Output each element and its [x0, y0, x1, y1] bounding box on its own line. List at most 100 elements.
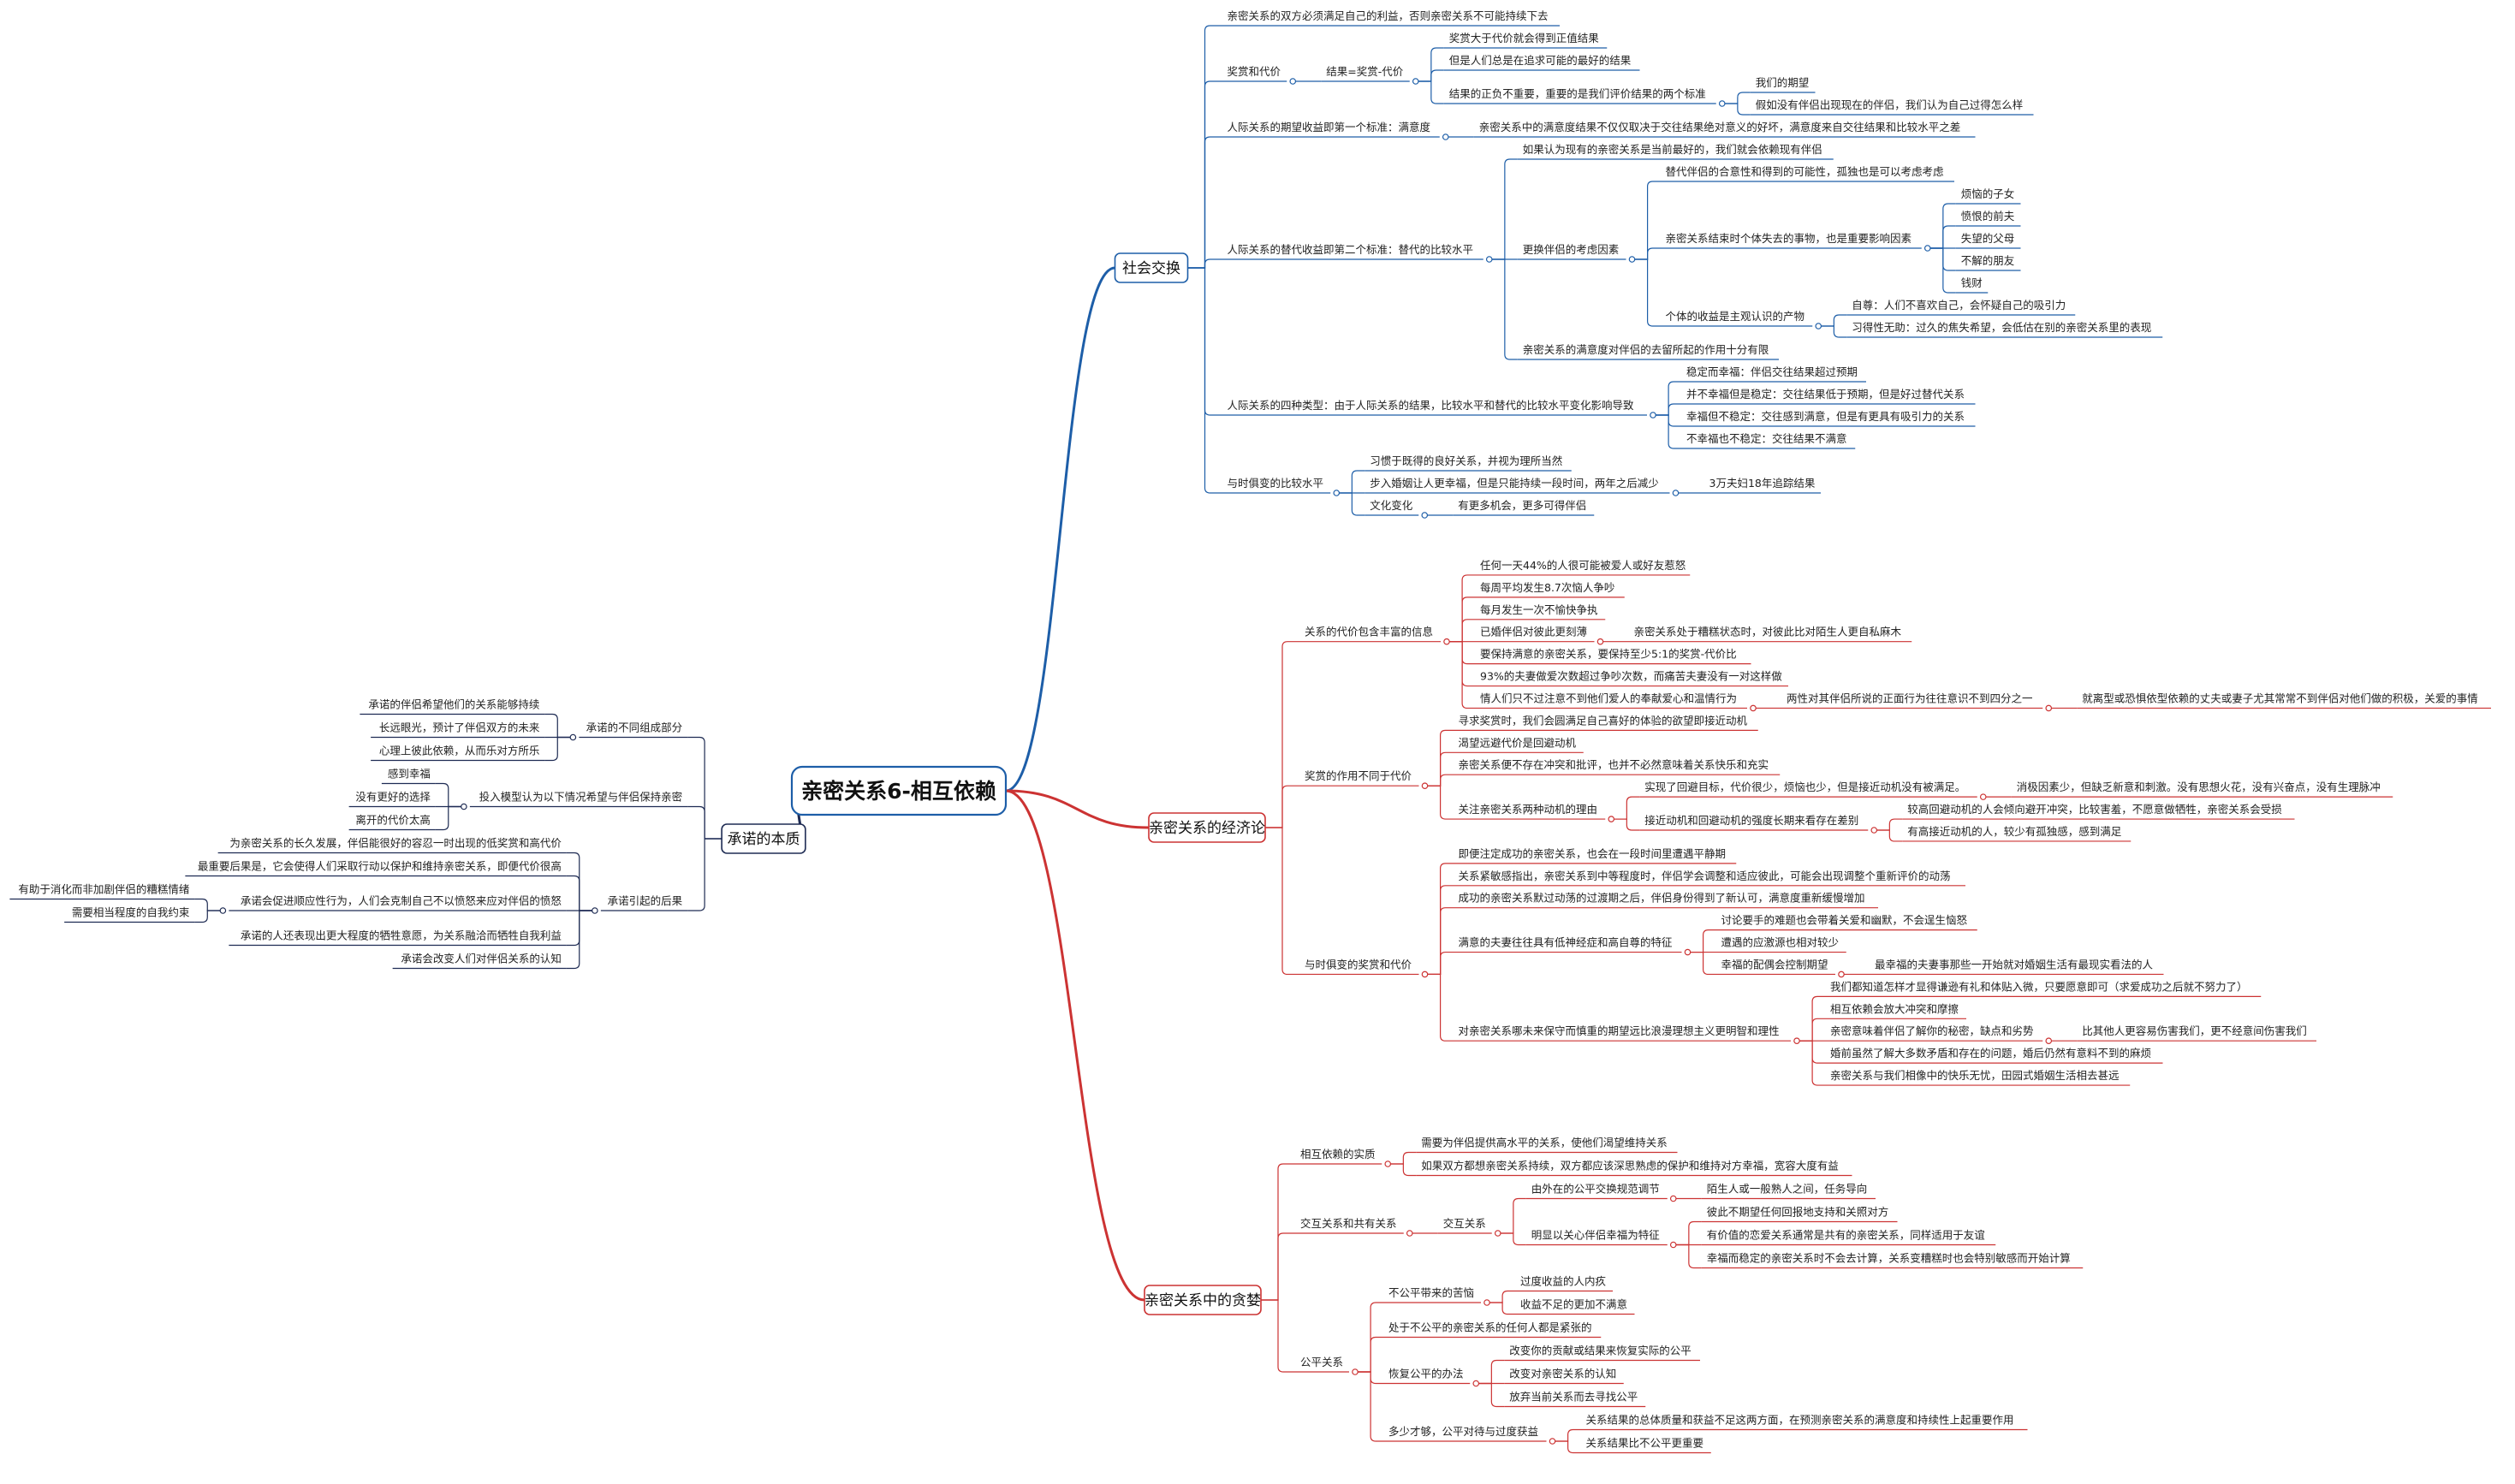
collapse-toggle[interactable]	[1718, 100, 1726, 107]
topic-label[interactable]: 实现了回避目标，代价很少，烦恼也少，但是接近动机没有被满足。	[1644, 781, 1965, 793]
collapse-toggle[interactable]	[569, 733, 577, 741]
topic-label[interactable]: 文化变化	[1370, 499, 1413, 512]
collapse-toggle[interactable]	[1669, 1195, 1677, 1202]
topic-label[interactable]: 要保持满意的亲密关系，要保持至少5:1的奖赏-代价比	[1480, 648, 1737, 661]
topic-label[interactable]: 93%的夫妻做爱次数超过争吵次数，而痛苦夫妻没有一对这样做	[1480, 670, 1782, 683]
collapse-toggle[interactable]	[1421, 512, 1429, 519]
topic-label[interactable]: 与时俱变的比较水平	[1228, 477, 1324, 490]
collapse-toggle[interactable]	[1406, 1230, 1413, 1237]
collapse-toggle[interactable]	[1289, 78, 1297, 85]
topic-label[interactable]: 交互关系和共有关系	[1300, 1217, 1397, 1230]
topic-label[interactable]: 陌生人或一般熟人之间，任务导向	[1707, 1183, 1868, 1196]
topic-label[interactable]: 改变对亲密关系的认知	[1509, 1368, 1616, 1380]
collapse-toggle[interactable]	[1443, 638, 1450, 645]
topic-label[interactable]: 遭遇的应激源也相对较少	[1721, 936, 1840, 949]
collapse-toggle[interactable]	[1923, 245, 1931, 252]
topic-label[interactable]: 替代伴侣的合意性和得到的可能性，孤独也是可以考虑考虑	[1666, 165, 1945, 178]
topic-label[interactable]: 满意的夫妻往往具有低神经症和高自尊的特征	[1459, 936, 1674, 949]
topic-label[interactable]: 我们的期望	[1756, 76, 1810, 89]
collapse-toggle[interactable]	[1421, 971, 1429, 978]
topic-label[interactable]: 承诺的人还表现出更大程度的牺牲意愿，为关系融洽而牺牲自我利益	[241, 929, 562, 942]
topic-label[interactable]: 比其他人更容易伤害我们，更不经意间伤害我们	[2082, 1024, 2307, 1037]
collapse-toggle[interactable]	[1333, 490, 1341, 496]
main-topic[interactable]: 社会交换	[1114, 252, 1189, 283]
topic-label[interactable]: 失望的父母	[1961, 232, 2015, 245]
collapse-toggle[interactable]	[461, 803, 467, 810]
topic-label[interactable]: 人际关系的四种类型：由于人际关系的结果，比较水平和替代的比较水平变化影响导致	[1228, 399, 1635, 412]
collapse-toggle[interactable]	[1384, 1160, 1392, 1167]
collapse-toggle[interactable]	[1870, 827, 1878, 834]
collapse-toggle[interactable]	[1442, 134, 1449, 140]
collapse-toggle[interactable]	[1412, 78, 1419, 85]
collapse-toggle[interactable]	[592, 907, 598, 914]
topic-label[interactable]: 需要为伴侣提供高水平的关系，使他们渴望维持关系	[1421, 1137, 1668, 1149]
topic-label[interactable]: 亲密关系中的满意度结果不仅仅取决于交往结果绝对意义的好坏，满意度来自交往结果和比…	[1479, 121, 1961, 134]
topic-label[interactable]: 为亲密关系的长久发展，伴侣能很好的容忍一时出现的低奖赏和高代价	[229, 837, 562, 850]
topic-label[interactable]: 有助于消化而非加剧伴侣的糟糕情绪	[18, 883, 189, 896]
collapse-toggle[interactable]	[1793, 1037, 1800, 1045]
topic-label[interactable]: 恢复公平的办法	[1388, 1368, 1464, 1380]
collapse-toggle[interactable]	[1650, 412, 1656, 418]
topic-label[interactable]: 与时俱变的奖赏和代价	[1305, 958, 1412, 971]
topic-label[interactable]: 结果的正负不重要，重要的是我们评价结果的两个标准	[1449, 87, 1706, 100]
main-topic[interactable]: 亲密关系中的贪婪	[1144, 1285, 1262, 1315]
topic-label[interactable]: 有更多机会，更多可得伴侣	[1458, 499, 1586, 512]
topic-label[interactable]: 幸福的配偶会控制期望	[1721, 958, 1828, 971]
topic-label[interactable]: 并不幸福但是稳定：交往结果低于预期，但是好过替代关系	[1686, 388, 1965, 401]
topic-label[interactable]: 已婚伴侣对彼此更刻薄	[1480, 626, 1587, 638]
topic-label[interactable]: 亲密关系与我们相像中的快乐无忧，田园式婚姻生活相去甚远	[1830, 1069, 2120, 1082]
topic-label[interactable]: 过度收益的人内疚	[1520, 1275, 1607, 1288]
topic-label[interactable]: 稳定而幸福：伴侣交往结果超过预期	[1686, 365, 1858, 378]
topic-label[interactable]: 更换伴侣的考虑因素	[1523, 243, 1620, 256]
topic-label[interactable]: 不公平带来的苦恼	[1388, 1286, 1474, 1299]
collapse-toggle[interactable]	[219, 907, 227, 914]
topic-label[interactable]: 我们都知道怎样才显得谦逊有礼和体贴入微，只要愿意即可（求爱成功之后就不努力了）	[1830, 980, 2248, 993]
topic-label[interactable]: 亲密关系结束时个体失去的事物，也是重要影响因素	[1666, 232, 1912, 245]
topic-label[interactable]: 最重要后果是，它会使得人们采取行动以保护和维持亲密关系，即便代价很高	[198, 860, 562, 873]
collapse-toggle[interactable]	[1628, 256, 1636, 263]
topic-label[interactable]: 明显以关心伴侣幸福为特征	[1531, 1229, 1661, 1242]
topic-label[interactable]: 人际关系的期望收益即第一个标准：满意度	[1228, 121, 1431, 134]
collapse-toggle[interactable]	[1483, 1299, 1490, 1306]
collapse-toggle[interactable]	[1549, 1438, 1556, 1445]
topic-label[interactable]: 即便注定成功的亲密关系，也会在一段时间里遭遇平静期	[1459, 847, 1727, 860]
topic-label[interactable]: 离开的代价太高	[355, 814, 431, 827]
topic-label[interactable]: 有价值的恋爱关系通常是共有的亲密关系，同样适用于友谊	[1707, 1229, 1985, 1242]
topic-label[interactable]: 放弃当前关系而去寻找公平	[1509, 1391, 1638, 1404]
topic-label[interactable]: 每周平均发生8.7次恼人争吵	[1480, 581, 1614, 594]
topic-label[interactable]: 长远眼光，预计了伴侣双方的未来	[379, 721, 540, 734]
topic-label[interactable]: 如果双方都想亲密关系持续，双方都应该深思熟虑的保护和维持对方幸福，宽容大度有益	[1421, 1160, 1839, 1172]
topic-label[interactable]: 亲密关系处于糟糕状态时，对彼此比对陌生人更自私麻木	[1634, 626, 1902, 638]
collapse-toggle[interactable]	[1608, 816, 1615, 822]
topic-label[interactable]: 感到幸福	[388, 768, 431, 781]
topic-label[interactable]: 关系紧敏感指出，亲密关系到中等程度时，伴侣学会调整和适应彼此，可能会出现调整个重…	[1459, 870, 1951, 882]
topic-label[interactable]: 婚前虽然了解大多数矛盾和存在的问题，婚后仍然有意料不到的麻烦	[1830, 1047, 2151, 1060]
topic-label[interactable]: 关系结果比不公平更重要	[1586, 1437, 1704, 1450]
collapse-toggle[interactable]	[2045, 1037, 2053, 1045]
topic-label[interactable]: 愤恨的前夫	[1961, 210, 2015, 223]
topic-label[interactable]: 人际关系的替代收益即第二个标准：替代的比较水平	[1228, 243, 1474, 256]
topic-label[interactable]: 每月发生一次不愉快争执	[1480, 603, 1598, 616]
collapse-toggle[interactable]	[1485, 256, 1493, 263]
topic-label[interactable]: 亲密关系便不存在冲突和批评，也并不必然意味着关系快乐和充实	[1459, 758, 1769, 771]
topic-label[interactable]: 对亲密关系哪未来保守而慎重的期望远比浪漫理想主义更明智和理性	[1459, 1024, 1780, 1037]
topic-label[interactable]: 承诺的不同组成部分	[586, 721, 683, 734]
collapse-toggle[interactable]	[1672, 490, 1680, 496]
collapse-toggle[interactable]	[1494, 1230, 1501, 1237]
collapse-toggle[interactable]	[1684, 948, 1692, 956]
topic-label[interactable]: 但是人们总是在追求可能的最好的结果	[1449, 54, 1632, 67]
topic-label[interactable]: 没有更好的选择	[355, 791, 431, 804]
topic-label[interactable]: 成功的亲密关系默过动荡的过渡期之后，伴侣身份得到了新认可，满意度重新缓慢增加	[1459, 892, 1865, 905]
topic-label[interactable]: 习惯于既得的良好关系，并视为理所当然	[1370, 454, 1562, 467]
topic-label[interactable]: 情人们只不过注意不到他们爱人的奉献爱心和温情行为	[1480, 692, 1737, 704]
topic-label[interactable]: 幸福但不稳定：交往感到满意，但是有更具有吸引力的关系	[1686, 410, 1965, 423]
collapse-toggle[interactable]	[1421, 782, 1429, 789]
topic-label[interactable]: 亲密意味着伴侣了解你的秘密，缺点和劣势	[1830, 1024, 2034, 1037]
topic-label[interactable]: 有高接近动机的人，较少有孤独感，感到满足	[1907, 825, 2122, 838]
collapse-toggle[interactable]	[1838, 971, 1845, 978]
topic-label[interactable]: 个体的收益是主观认识的产物	[1666, 310, 1805, 323]
topic-label[interactable]: 渴望远避代价是回避动机	[1459, 736, 1577, 749]
topic-label[interactable]: 交互关系	[1443, 1217, 1486, 1230]
topic-label[interactable]: 消极因素少，但缺乏新意和刺激。没有思想火花，没有兴奋点，没有生理脉冲	[2017, 781, 2381, 793]
topic-label[interactable]: 心理上彼此依赖，从而乐对方所乐	[379, 745, 540, 757]
